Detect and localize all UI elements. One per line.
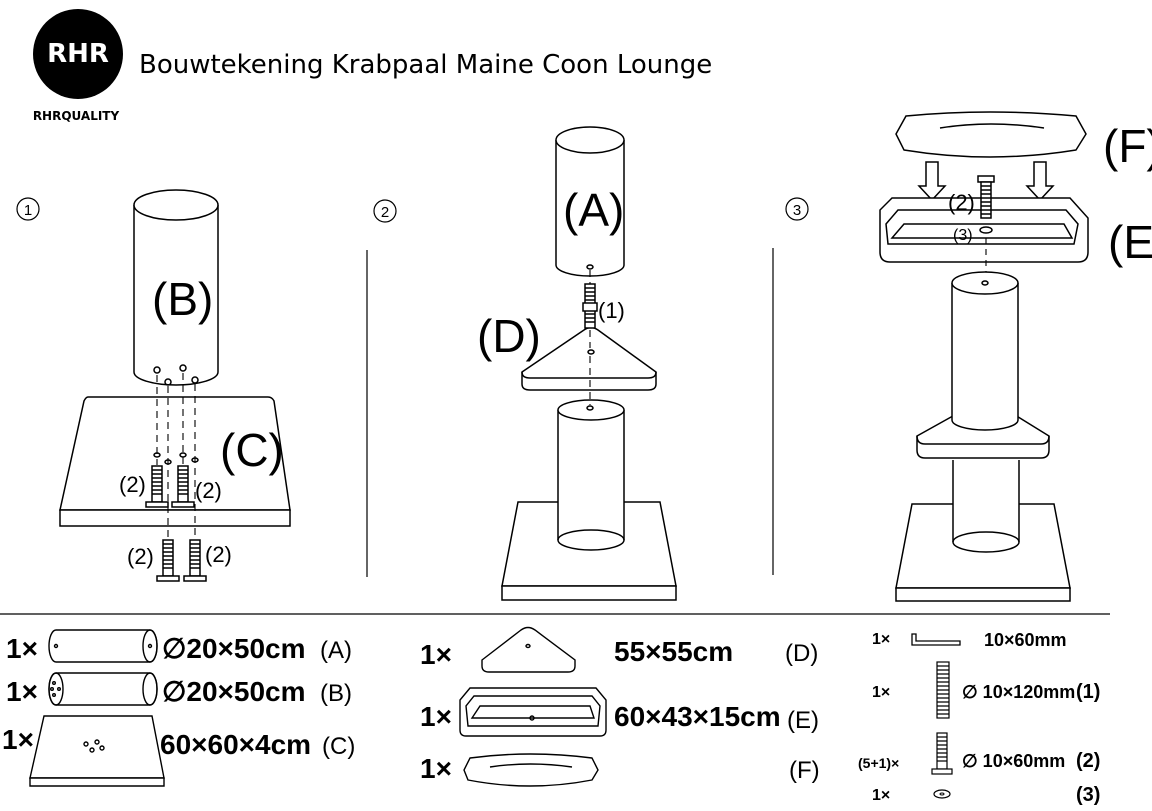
label-washer-3: (3)	[953, 227, 973, 244]
part-row-e: 1× 60×43×15cm (E)	[420, 687, 819, 737]
logo-circle	[33, 9, 123, 99]
step-marker-2: 2	[373, 199, 397, 223]
label-bolt-2c: (2)	[127, 544, 154, 569]
qty-a: 1×	[6, 633, 38, 664]
part-row-a: 1× ∅20×50cm (A)	[6, 629, 352, 664]
platform-icon-d	[481, 626, 576, 673]
step3-labels: (F) (E) (2) (3)	[948, 120, 1152, 268]
label-washer: (3)	[1076, 784, 1100, 806]
part-row-c: 1× 60×60×4cm (C)	[2, 715, 355, 787]
step-marker-3: 3	[785, 197, 809, 221]
label-part-e: (E)	[787, 707, 819, 734]
label-e: (E)	[1108, 216, 1152, 268]
base-plate-c	[59, 396, 291, 527]
hw-row-wrench: 1× 10×60mm	[872, 630, 1067, 650]
bed-icon-e	[459, 687, 607, 737]
size-bolt: ∅ 10×60mm	[962, 751, 1065, 771]
bed-e	[879, 197, 1089, 263]
label-rod-1: (1)	[598, 298, 625, 323]
label-bolt-2a: (2)	[119, 472, 146, 497]
part-row-f: 1× (F)	[420, 753, 820, 787]
label-d: (D)	[477, 310, 541, 362]
label-f: (F)	[1103, 120, 1152, 172]
label-bolt: (2)	[1076, 750, 1100, 772]
label-bolt-2b: (2)	[195, 478, 222, 503]
label-part-c: (C)	[322, 733, 355, 760]
hw-row-washer: 1× (3)	[872, 784, 1100, 806]
tube-icon-b	[48, 672, 158, 706]
washer-step3	[979, 226, 993, 234]
label-part-f: (F)	[789, 757, 820, 784]
part-row-d: 1× 55×55cm (D)	[420, 626, 818, 673]
size-e: 60×43×15cm	[614, 701, 781, 732]
bolt-lower-left	[156, 539, 180, 582]
size-d: 55×55cm	[614, 636, 733, 667]
logo-text: RHR	[47, 39, 109, 69]
step1-drawing	[59, 189, 291, 582]
arrow-down-right	[1025, 161, 1055, 202]
bolt-upper-left	[145, 465, 169, 508]
qty-d: 1×	[420, 639, 452, 670]
size-a: ∅20×50cm	[162, 633, 306, 664]
plate-icon-c	[29, 715, 165, 787]
label-part-d: (D)	[785, 640, 818, 667]
step-marker-1: 1	[16, 197, 40, 221]
qty-bolt: (5+1)×	[858, 755, 899, 771]
cushion-f	[895, 111, 1087, 158]
qty-b: 1×	[6, 676, 38, 707]
label-bolt-2d: (2)	[205, 542, 232, 567]
svg-text:2: 2	[381, 204, 389, 221]
label-b: (B)	[152, 273, 213, 325]
qty-e: 1×	[420, 701, 452, 732]
size-wrench: 10×60mm	[984, 630, 1067, 650]
bolt-upper-right	[171, 465, 195, 508]
size-rod: ∅ 10×120mm	[962, 682, 1075, 702]
arrow-down-left	[917, 161, 947, 202]
step2-drawing	[501, 126, 677, 601]
label-part-b: (B)	[320, 680, 352, 707]
wrench-icon	[911, 633, 961, 646]
label-a: (A)	[563, 184, 624, 236]
logo: RHR RHRQUALITY	[33, 9, 123, 123]
qty-washer: 1×	[872, 787, 890, 804]
post-a	[555, 126, 625, 277]
post-b	[133, 189, 219, 386]
bolt-lower-right	[183, 539, 207, 582]
step1-labels: (B) (C) (2) (2) (2) (2)	[119, 273, 284, 569]
post-upper-step3	[951, 271, 1019, 431]
size-c: 60×60×4cm	[160, 729, 311, 760]
qty-f: 1×	[420, 753, 452, 784]
cushion-icon-f	[463, 753, 599, 787]
threaded-rod	[582, 283, 598, 329]
svg-text:3: 3	[793, 202, 801, 219]
label-rod: (1)	[1076, 681, 1100, 703]
svg-text:1: 1	[24, 202, 32, 219]
qty-c: 1×	[2, 724, 34, 755]
size-b: ∅20×50cm	[162, 676, 306, 707]
rod-icon	[936, 661, 950, 719]
brand-name: RHRQUALITY	[33, 109, 120, 123]
label-c: (C)	[220, 424, 284, 476]
label-part-a: (A)	[320, 637, 352, 664]
washer-icon	[933, 789, 951, 799]
step2-labels: (A) (D) (1)	[477, 184, 625, 362]
page-title: Bouwtekening Krabpaal Maine Coon Lounge	[139, 50, 712, 80]
tube-icon-a	[48, 629, 158, 663]
post-lower-step3	[952, 460, 1020, 553]
post-lower-step2	[557, 399, 625, 551]
bolt-step3	[977, 175, 995, 219]
platform-d	[521, 326, 657, 391]
hw-row-bolt: (5+1)× ∅ 10×60mm (2)	[858, 732, 1100, 775]
qty-wrench: 1×	[872, 631, 890, 648]
qty-rod: 1×	[872, 684, 890, 701]
part-row-b: 1× ∅20×50cm (B)	[6, 672, 352, 707]
label-bolt-3: (2)	[948, 190, 975, 215]
bolt-icon	[931, 732, 953, 775]
step3-drawing	[879, 111, 1089, 602]
hw-row-rod: 1× ∅ 10×120mm (1)	[872, 661, 1100, 719]
